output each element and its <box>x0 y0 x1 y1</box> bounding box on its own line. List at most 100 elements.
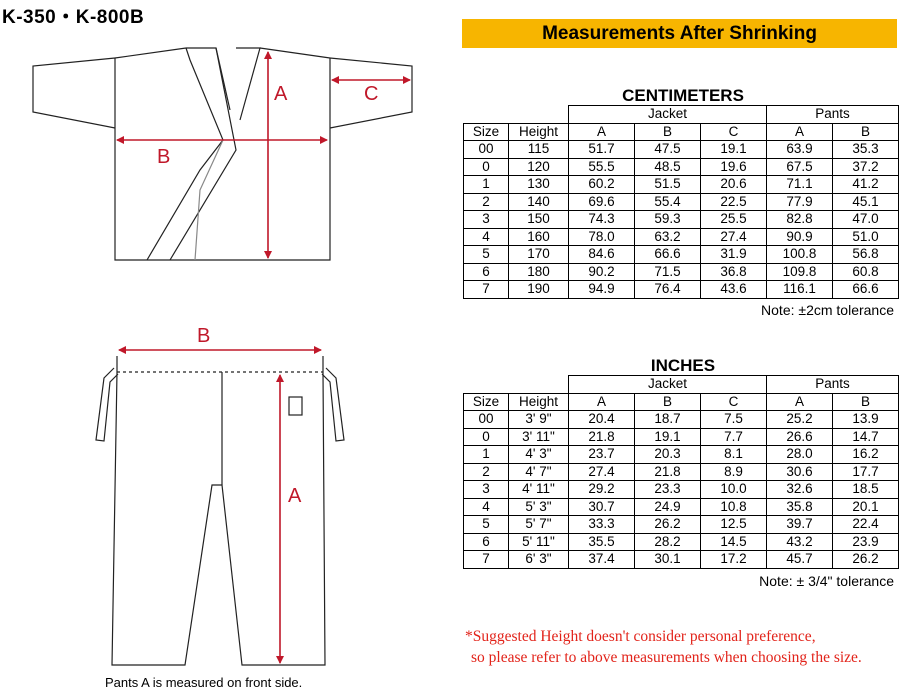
column-header: B <box>832 122 899 141</box>
group-jacket: Jacket <box>568 375 767 394</box>
column-header: B <box>634 392 701 411</box>
table-cell: 36.8 <box>700 262 767 281</box>
table-cell: 20.6 <box>700 175 767 194</box>
in-note: Note: ± 3/4" tolerance <box>759 573 894 589</box>
table-cell: 19.1 <box>634 427 701 446</box>
table-cell: 170 <box>508 245 569 264</box>
table-cell: 5' 3" <box>508 497 569 516</box>
table-cell: 160 <box>508 227 569 246</box>
table-cell: 4' 3" <box>508 445 569 464</box>
table-cell: 55.5 <box>568 157 635 176</box>
table-cell: 180 <box>508 262 569 281</box>
table-group-row: Jacket Pants <box>463 105 899 124</box>
table-cell: 26.6 <box>766 427 833 446</box>
table-cell: 77.9 <box>766 192 833 211</box>
table-cell: 30.6 <box>766 462 833 481</box>
table-cell: 29.2 <box>568 480 635 499</box>
table-cell: 43.2 <box>766 532 833 551</box>
column-header: Size <box>463 392 509 411</box>
table-cell: 39.7 <box>766 515 833 534</box>
jacket-label-a: A <box>274 83 288 105</box>
table-cell: 120 <box>508 157 569 176</box>
table-cell: 0 <box>463 157 509 176</box>
table-cell: 20.4 <box>568 410 635 429</box>
table-cell: 28.2 <box>634 532 701 551</box>
table-cell: 78.0 <box>568 227 635 246</box>
table-cell: 23.9 <box>832 532 899 551</box>
table-cell: 27.4 <box>700 227 767 246</box>
table-cell: 28.0 <box>766 445 833 464</box>
table-cell: 94.9 <box>568 280 635 299</box>
table-cell: 35.5 <box>568 532 635 551</box>
table-cell: 66.6 <box>832 280 899 299</box>
suggestion-line-1: *Suggested Height doesn't consider perso… <box>465 628 816 645</box>
column-header: Size <box>463 122 509 141</box>
table-cell: 10.8 <box>700 497 767 516</box>
table-cell: 27.4 <box>568 462 635 481</box>
column-header: B <box>634 122 701 141</box>
table-cell: 5 <box>463 245 509 264</box>
table-cell: 140 <box>508 192 569 211</box>
table-cell: 33.3 <box>568 515 635 534</box>
table-cell: 66.6 <box>634 245 701 264</box>
table-cell: 4' 11" <box>508 480 569 499</box>
suggestion-line-2: so please refer to above measurements wh… <box>471 649 862 666</box>
table-cell: 71.1 <box>766 175 833 194</box>
table-cell: 60.2 <box>568 175 635 194</box>
table-cell: 47.0 <box>832 210 899 229</box>
table-cell: 67.5 <box>766 157 833 176</box>
table-cell: 18.7 <box>634 410 701 429</box>
table-cell: 56.8 <box>832 245 899 264</box>
table-cell: 45.7 <box>766 550 833 569</box>
column-header: A <box>568 122 635 141</box>
column-header: C <box>700 122 767 141</box>
table-cell: 1 <box>463 445 509 464</box>
pants-label-a: A <box>288 485 302 507</box>
table-cell: 71.5 <box>634 262 701 281</box>
banner-title: Measurements After Shrinking <box>462 19 897 48</box>
pants-caption: Pants A is measured on front side. <box>105 675 303 690</box>
table-cell: 2 <box>463 192 509 211</box>
table-cell: 37.2 <box>832 157 899 176</box>
table-cell: 19.1 <box>700 140 767 159</box>
table-cell: 25.5 <box>700 210 767 229</box>
table-cell: 51.7 <box>568 140 635 159</box>
table-cell: 22.5 <box>700 192 767 211</box>
table-cell: 14.5 <box>700 532 767 551</box>
table-cell: 76.4 <box>634 280 701 299</box>
table-cell: 130 <box>508 175 569 194</box>
table-cell: 51.5 <box>634 175 701 194</box>
table-cell: 5' 7" <box>508 515 569 534</box>
table-cell: 21.8 <box>568 427 635 446</box>
table-cell: 60.8 <box>832 262 899 281</box>
table-cell: 26.2 <box>634 515 701 534</box>
suggestion-note: *Suggested Height doesn't consider perso… <box>465 626 862 668</box>
table-cell: 4 <box>463 227 509 246</box>
table-cell: 14.7 <box>832 427 899 446</box>
table-cell: 3 <box>463 480 509 499</box>
table-cell: 90.9 <box>766 227 833 246</box>
table-cell: 00 <box>463 410 509 429</box>
table-cell: 48.5 <box>634 157 701 176</box>
table-cell: 00 <box>463 140 509 159</box>
table-cell: 37.4 <box>568 550 635 569</box>
table-cell: 26.2 <box>832 550 899 569</box>
group-pants: Pants <box>766 105 899 124</box>
table-cell: 7 <box>463 280 509 299</box>
table-cell: 19.6 <box>700 157 767 176</box>
column-header: Height <box>508 392 569 411</box>
table-cell: 18.5 <box>832 480 899 499</box>
